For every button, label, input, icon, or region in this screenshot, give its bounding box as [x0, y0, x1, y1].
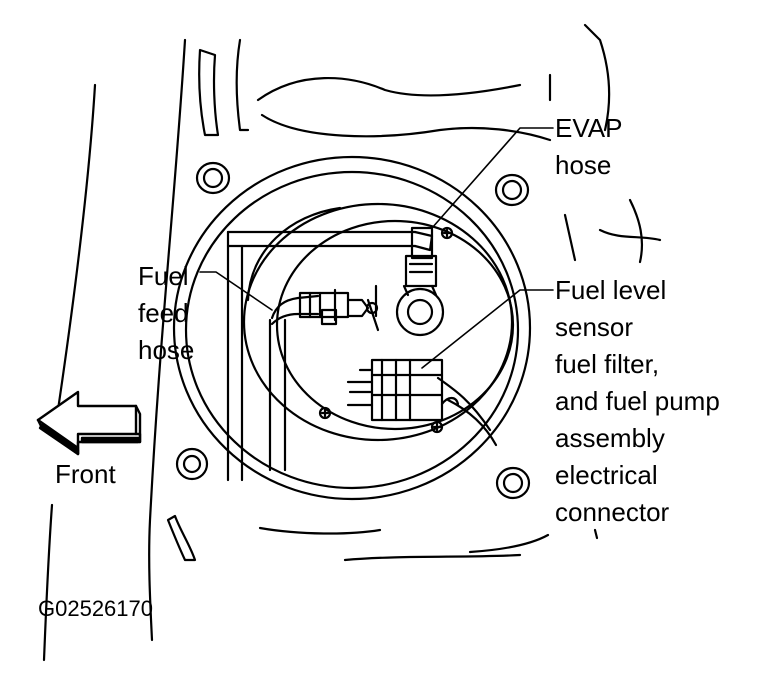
- fuel-level-sensor-connector-label: Fuel level sensor fuel filter, and fuel …: [555, 272, 720, 531]
- sensor-label-line: fuel filter,: [555, 349, 660, 379]
- fuel-feed-hose-label-line: feed: [138, 298, 189, 328]
- sensor-leader-line: [422, 290, 553, 368]
- mounting-bolt-holes: [177, 163, 529, 498]
- callout-leader-lines: [200, 128, 553, 368]
- sensor-label-line: and fuel pump: [555, 386, 720, 416]
- evap-hose-connector: [397, 228, 443, 335]
- fuel-feed-hose-label: Fuel feed hose: [138, 258, 194, 369]
- sensor-label-line: connector: [555, 497, 670, 527]
- fuel-pump-flange: [277, 221, 513, 432]
- evap-hose-label: EVAP hose: [555, 110, 622, 184]
- front-direction-label: Front: [55, 459, 116, 489]
- fuel-feed-hose-label-line: hose: [138, 335, 195, 365]
- fuel-feed-hose-connector: [272, 286, 378, 330]
- electrical-connector: [348, 360, 496, 445]
- sensor-label-line: sensor: [555, 312, 634, 342]
- fuel-feed-hose-label-line: Fuel: [138, 261, 189, 291]
- feed-leader-line: [200, 272, 272, 310]
- figure-code: G02526170: [38, 596, 153, 621]
- sensor-label-line: electrical: [555, 460, 658, 490]
- left-arrow-icon: [38, 392, 140, 454]
- sensor-label-line: assembly: [555, 423, 665, 453]
- evap-leader-line: [432, 128, 553, 228]
- evap-hose-label-line: hose: [555, 150, 612, 180]
- evap-hose-label-line: EVAP: [555, 113, 623, 143]
- sensor-label-line: Fuel level: [555, 275, 667, 305]
- body-panel: [44, 25, 660, 660]
